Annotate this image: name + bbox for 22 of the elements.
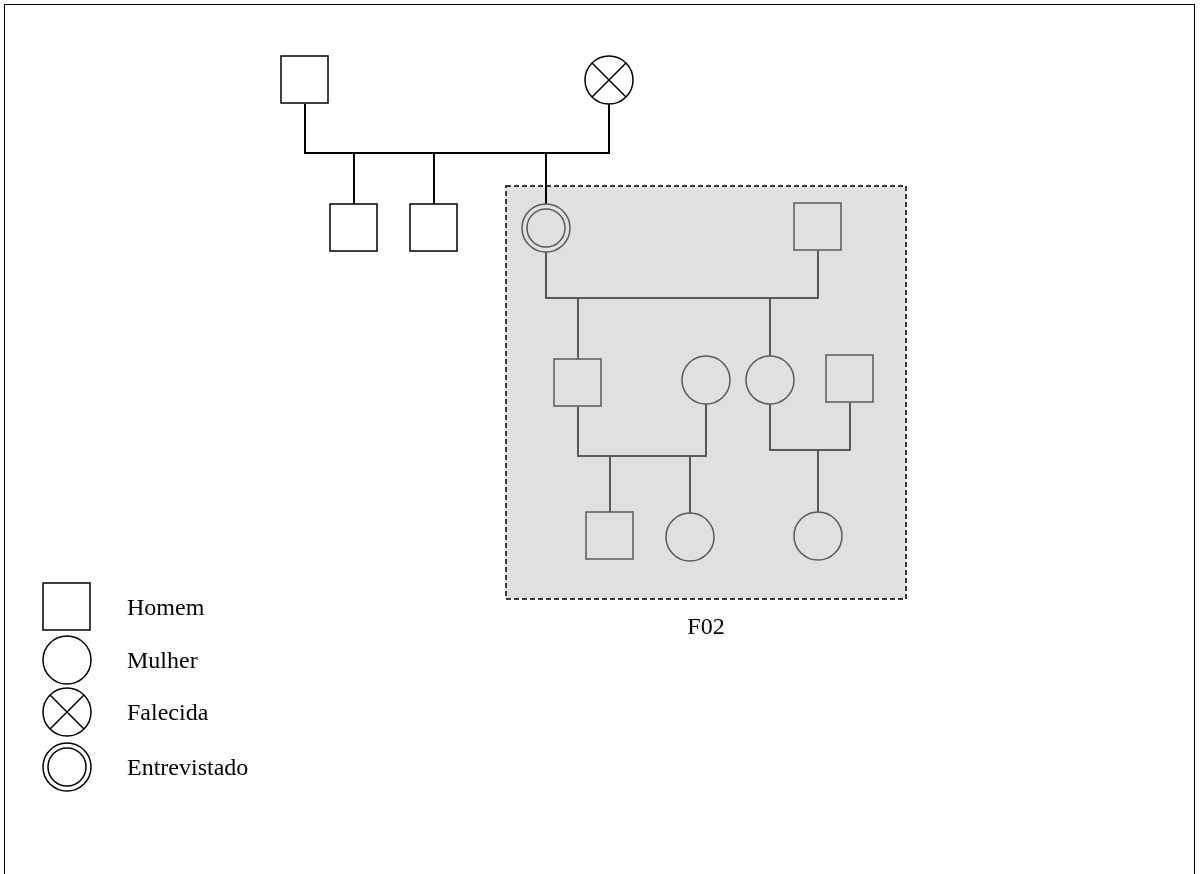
legend-label: Falecida	[127, 698, 209, 726]
legend-label: Mulher	[127, 646, 198, 674]
square-symbol	[279, 54, 331, 106]
connector-line	[769, 250, 819, 357]
crossed-circle-symbol	[583, 54, 635, 106]
connector-line	[545, 103, 610, 205]
double-circle-symbol	[520, 202, 572, 254]
circle-symbol	[664, 511, 716, 563]
circle-symbol	[680, 354, 732, 406]
circle-symbol	[744, 354, 796, 406]
square-symbol	[328, 202, 380, 254]
square-symbol	[408, 202, 460, 254]
connector-line	[817, 402, 851, 513]
legend-label: Entrevistado	[127, 753, 249, 781]
square-symbol	[792, 201, 844, 253]
square-symbol	[552, 357, 604, 409]
group-label: F02	[686, 612, 726, 640]
circle-symbol	[792, 510, 844, 562]
connector-line	[689, 403, 707, 514]
square-symbol	[584, 510, 636, 562]
legend-label: Homem	[127, 593, 205, 621]
square-symbol	[824, 353, 876, 405]
